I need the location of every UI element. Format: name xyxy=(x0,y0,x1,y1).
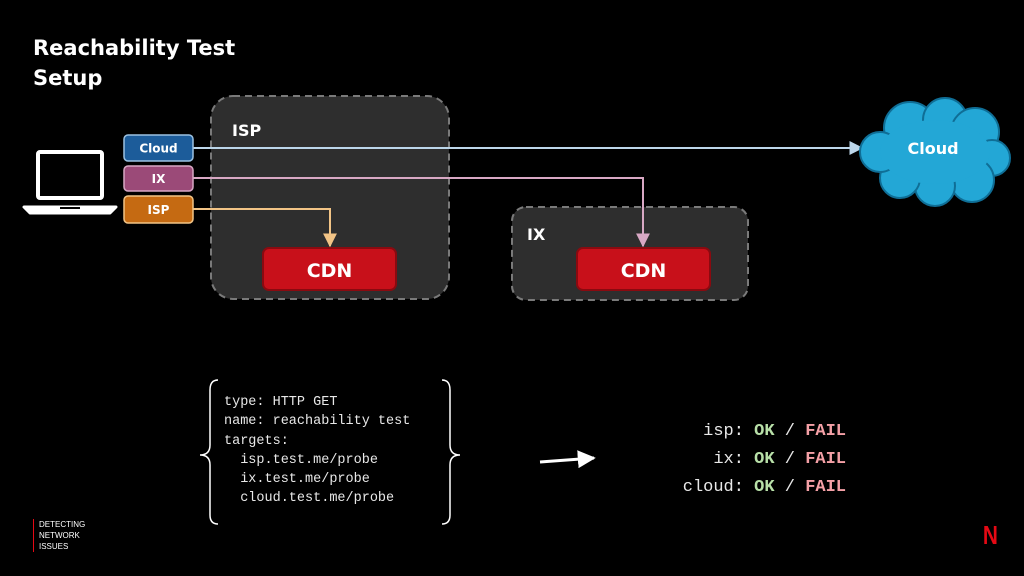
cdn-isp: CDN xyxy=(262,247,397,291)
result-sep: / xyxy=(784,422,795,441)
ix-zone-label: IX xyxy=(527,225,546,244)
cdn-ix-label: CDN xyxy=(621,260,667,282)
result-row-ix: ix: OK / FAIL xyxy=(600,446,846,474)
result-sep: / xyxy=(784,478,795,497)
cdn-isp-label: CDN xyxy=(307,260,353,282)
netflix-logo: N xyxy=(982,520,998,550)
cloud-icon: Cloud xyxy=(859,97,1011,207)
tag-cloud: Cloud xyxy=(123,134,194,162)
config-line: ix.test.me/probe xyxy=(224,472,370,488)
laptop-icon xyxy=(22,150,118,215)
footer-section-label: DETECTING NETWORK ISSUES xyxy=(33,519,109,552)
result-ok: OK xyxy=(754,450,775,469)
isp-path-line xyxy=(193,208,337,248)
tag-ix-label: IX xyxy=(152,172,166,186)
isp-zone-label: ISP xyxy=(232,121,261,140)
result-fail: FAIL xyxy=(805,422,846,441)
result-ok: OK xyxy=(754,478,775,497)
page-title: Reachability Test Setup xyxy=(33,36,236,90)
tag-isp: ISP xyxy=(123,195,194,224)
tag-isp-label: ISP xyxy=(148,203,170,217)
ix-path-line xyxy=(193,177,650,248)
config-line: type: HTTP GET xyxy=(224,395,338,410)
config-line: name: reachability test xyxy=(224,414,411,430)
config-line: cloud.test.me/probe xyxy=(224,491,395,507)
result-row-cloud: cloud: OK / FAIL xyxy=(600,474,846,502)
cloud-label: Cloud xyxy=(907,139,958,158)
result-name: cloud: xyxy=(682,478,744,497)
results-block: isp: OK / FAIL ix: OK / FAIL cloud: OK /… xyxy=(600,418,846,502)
result-name: ix: xyxy=(713,450,744,469)
left-brace xyxy=(199,379,219,525)
result-fail: FAIL xyxy=(805,478,846,497)
probe-config: type: HTTP GET name: reachability test tar… xyxy=(224,393,410,509)
result-ok: OK xyxy=(754,422,775,441)
tag-ix: IX xyxy=(123,165,194,192)
result-arrow xyxy=(539,450,596,469)
tag-cloud-label: Cloud xyxy=(139,142,177,156)
config-line: targets: xyxy=(224,433,289,449)
result-sep: / xyxy=(784,450,795,469)
config-line: isp.test.me/probe xyxy=(224,452,378,468)
result-fail: FAIL xyxy=(805,450,846,469)
footer-line: NETWORK xyxy=(39,531,80,540)
footer-line: DETECTING xyxy=(39,520,86,529)
result-row-isp: isp: OK / FAIL xyxy=(600,418,846,446)
right-brace xyxy=(441,379,461,525)
cdn-ix: CDN xyxy=(576,247,711,291)
footer-line: ISSUES xyxy=(39,542,69,551)
result-name: isp: xyxy=(703,422,744,441)
